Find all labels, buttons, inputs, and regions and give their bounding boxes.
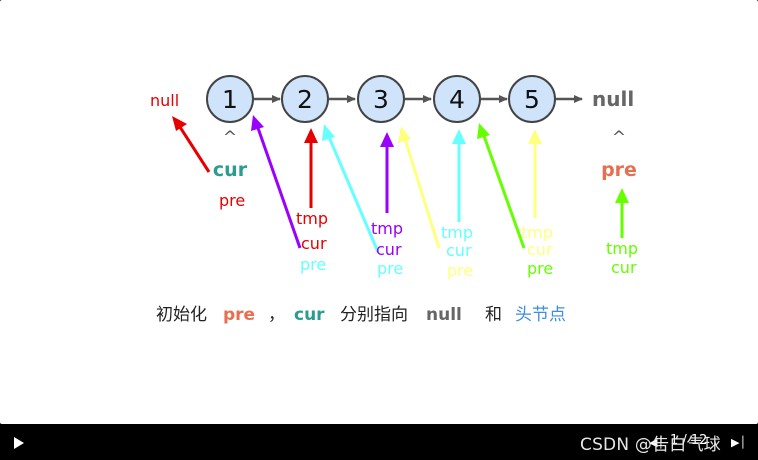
right-null-label: null [592,87,634,111]
caption-point-to: 分别指向 [340,305,408,325]
watermark: CSDN @告白气球 [580,435,721,455]
cyan-arrow-to-node4 [452,129,466,222]
node-2: 2 [281,75,329,123]
node-5-value: 5 [524,85,540,114]
purple-arrow-to-node3 [380,132,394,213]
cyan-pre-label-2: pre [377,259,403,278]
caption-pre: pre [223,305,255,325]
yellow-pre-label: pre [447,261,473,280]
cyan-tmp-label: tmp [441,223,473,242]
left-null-label: null [150,91,179,110]
red-arrow-to-node2 [304,128,318,208]
red-cur-label: cur [301,234,327,253]
frame-counter: 1 / 12 [670,433,708,448]
green-cur-label: cur [611,258,637,277]
caption-comma: ， [268,305,285,325]
cyan-cur-label: cur [446,241,472,260]
red-tmp-label: tmp [296,209,328,228]
cur-caret: ^ [223,128,237,148]
next-frame-icon[interactable]: ▶│ [731,436,747,449]
cur-code-label: cur [213,159,248,181]
play-icon[interactable] [14,437,24,449]
caption-init: 初始化 [156,305,207,325]
previous-frame-icon[interactable]: ◀│ [649,436,665,449]
node-1: 1 [206,75,254,123]
caption-null: null [426,305,462,325]
player-controls: ◀│ 1 / 12 CSDN @告白气球 ▶│ [0,424,758,460]
red-arrow-to-null [172,116,211,173]
purple-arrow-to-node1 [251,115,302,249]
green-tmp-label: tmp [606,239,638,258]
node-2-value: 2 [297,85,313,114]
slide-canvas: null 1 2 3 4 5 null ^ cur ^ pre pre [0,0,758,424]
caption-cur: cur [294,305,325,325]
green-arrow-to-node4 [477,123,526,249]
node-3-value: 3 [373,85,389,114]
node-3: 3 [357,75,405,123]
red-pre-label: pre [219,191,245,210]
cyan-arrow-to-node2 [322,124,380,253]
node-4-value: 4 [449,85,465,114]
caption-and: 和 [485,305,502,325]
pre-caret: ^ [612,128,626,148]
green-pre-label: pre [527,259,553,278]
purple-tmp-label: tmp [371,219,403,238]
node-4: 4 [433,75,481,123]
yellow-cur-label: cur [527,240,553,259]
caption: 初始化 pre ， cur 分别指向 null 和 头节点 [156,305,566,325]
pre-code-label: pre [601,159,637,181]
yellow-tmp-label: tmp [521,223,553,242]
node-1-value: 1 [222,85,238,114]
node-5: 5 [508,75,556,123]
green-arrow-to-right-null [615,188,629,238]
yellow-arrow-to-node3 [398,126,441,249]
yellow-arrow-to-node5 [528,129,542,218]
cyan-pre-label: pre [300,255,326,274]
caption-head-node: 头节点 [515,305,566,325]
purple-cur-label: cur [376,240,402,259]
linked-list-diagram: null 1 2 3 4 5 null ^ cur ^ pre pre [150,75,638,325]
